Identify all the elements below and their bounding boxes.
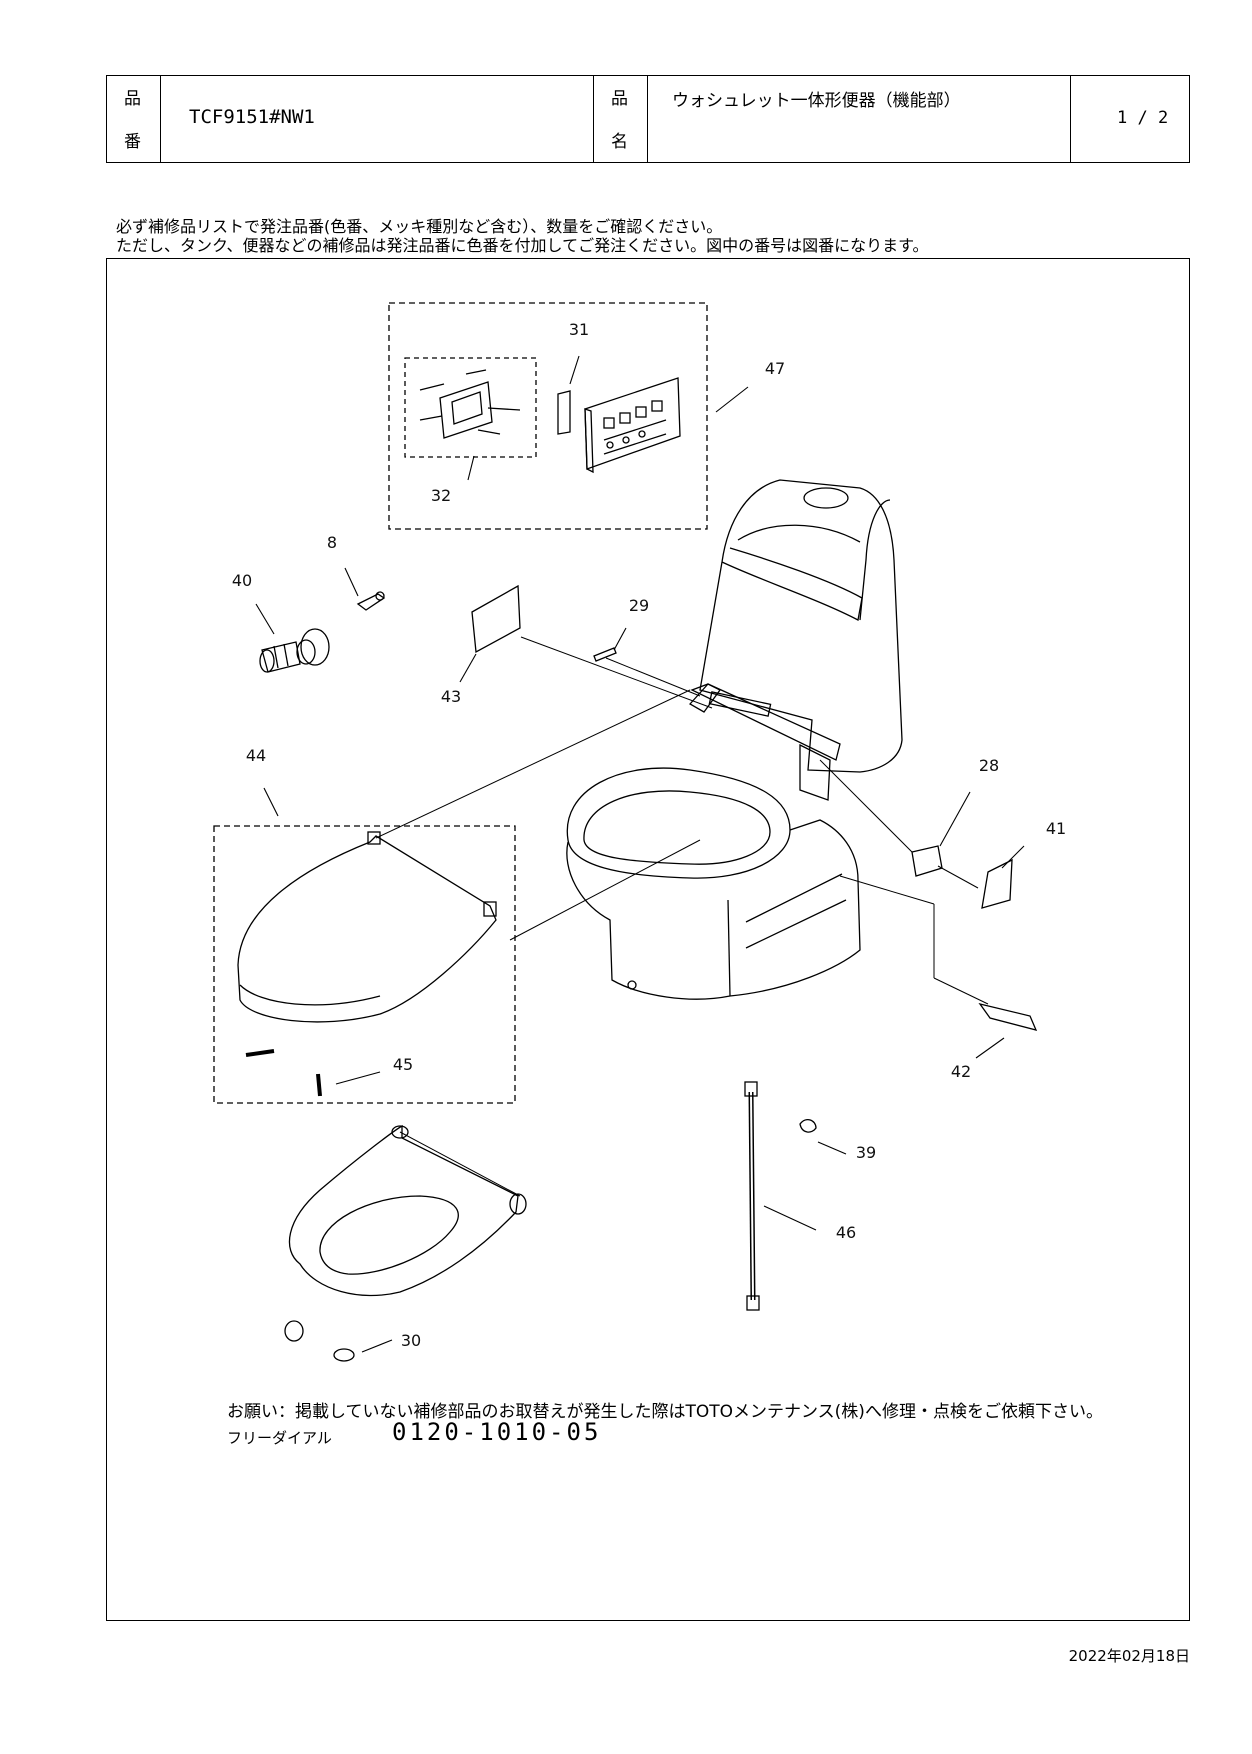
bracket-group-box <box>404 357 537 458</box>
supply-hose-part <box>744 1081 760 1311</box>
toilet-body <box>566 479 903 1000</box>
page-number: 1 / 2 <box>1117 108 1169 128</box>
floor-plate-part <box>978 1002 1038 1031</box>
callout-40: 40 <box>232 571 252 590</box>
order-note-1: 必ず補修品リストで発注品番(色番、メッキ種別など含む）、数量をご確認ください。 <box>116 217 723 236</box>
part-number: TCF9151#NW1 <box>189 106 315 128</box>
callout-31: 31 <box>569 320 589 339</box>
callout-44: 44 <box>246 746 266 765</box>
callout-28: 28 <box>979 756 999 775</box>
remote-controller-part <box>584 377 681 474</box>
part-no-label: 番 <box>124 132 141 152</box>
callout-45: 45 <box>393 1055 413 1074</box>
screw-part <box>593 647 617 662</box>
callout-39: 39 <box>856 1143 876 1162</box>
remote-plate-part <box>557 390 571 435</box>
order-note-2: ただし、タンク、便器などの補修品は発注品番に色番を付加してご発注ください。図中の… <box>116 236 929 255</box>
product-name: ウォシュレット一体形便器（機能部） <box>672 91 961 111</box>
hose-clip-part <box>799 1118 817 1133</box>
callout-42: 42 <box>951 1062 971 1081</box>
callout-29: 29 <box>629 596 649 615</box>
pin-part <box>245 1049 275 1057</box>
callout-30: 30 <box>401 1331 421 1350</box>
exploded-diagram-frame <box>106 258 1190 1621</box>
callout-8: 8 <box>327 533 337 552</box>
callout-32: 32 <box>431 486 451 505</box>
product-name-label: 品 <box>611 89 628 109</box>
toilet-seat-part <box>288 1124 527 1297</box>
remote-group-box <box>388 302 708 530</box>
callout-47: 47 <box>765 359 785 378</box>
stop-valve-part <box>259 628 330 673</box>
side-cover-part <box>981 858 1013 909</box>
header-table: 品 番 TCF9151#NW1 品 名 ウォシュレット一体形便器（機能部） 1 … <box>106 75 1190 163</box>
wall-bracket-part <box>419 369 521 439</box>
bumper-part <box>284 1320 304 1342</box>
pin-part <box>316 1073 322 1097</box>
free-dial-label: フリーダイアル <box>227 1429 332 1447</box>
repair-request-note: お願い：掲載していない補修部品のお取替えが発生した際はTOTOメンテナンス(株)… <box>227 1402 1103 1422</box>
callout-43: 43 <box>441 687 461 706</box>
toilet-lid-part <box>237 831 497 1023</box>
mounting-plate-part <box>471 584 521 654</box>
divider <box>160 76 161 162</box>
divider <box>1070 76 1071 162</box>
free-dial-number: 0120-1010-05 <box>392 1418 602 1446</box>
gasket-part <box>911 845 943 877</box>
callout-41: 41 <box>1046 819 1066 838</box>
tool-key-part <box>356 591 386 611</box>
callout-46: 46 <box>836 1223 856 1242</box>
issue-date: 2022年02月18日 <box>1068 1647 1190 1665</box>
lid-group-box <box>213 825 516 1104</box>
divider <box>593 76 594 162</box>
divider <box>647 76 648 162</box>
bumper-part <box>333 1348 355 1362</box>
product-name-label: 名 <box>611 132 628 152</box>
part-no-label: 品 <box>124 89 141 109</box>
